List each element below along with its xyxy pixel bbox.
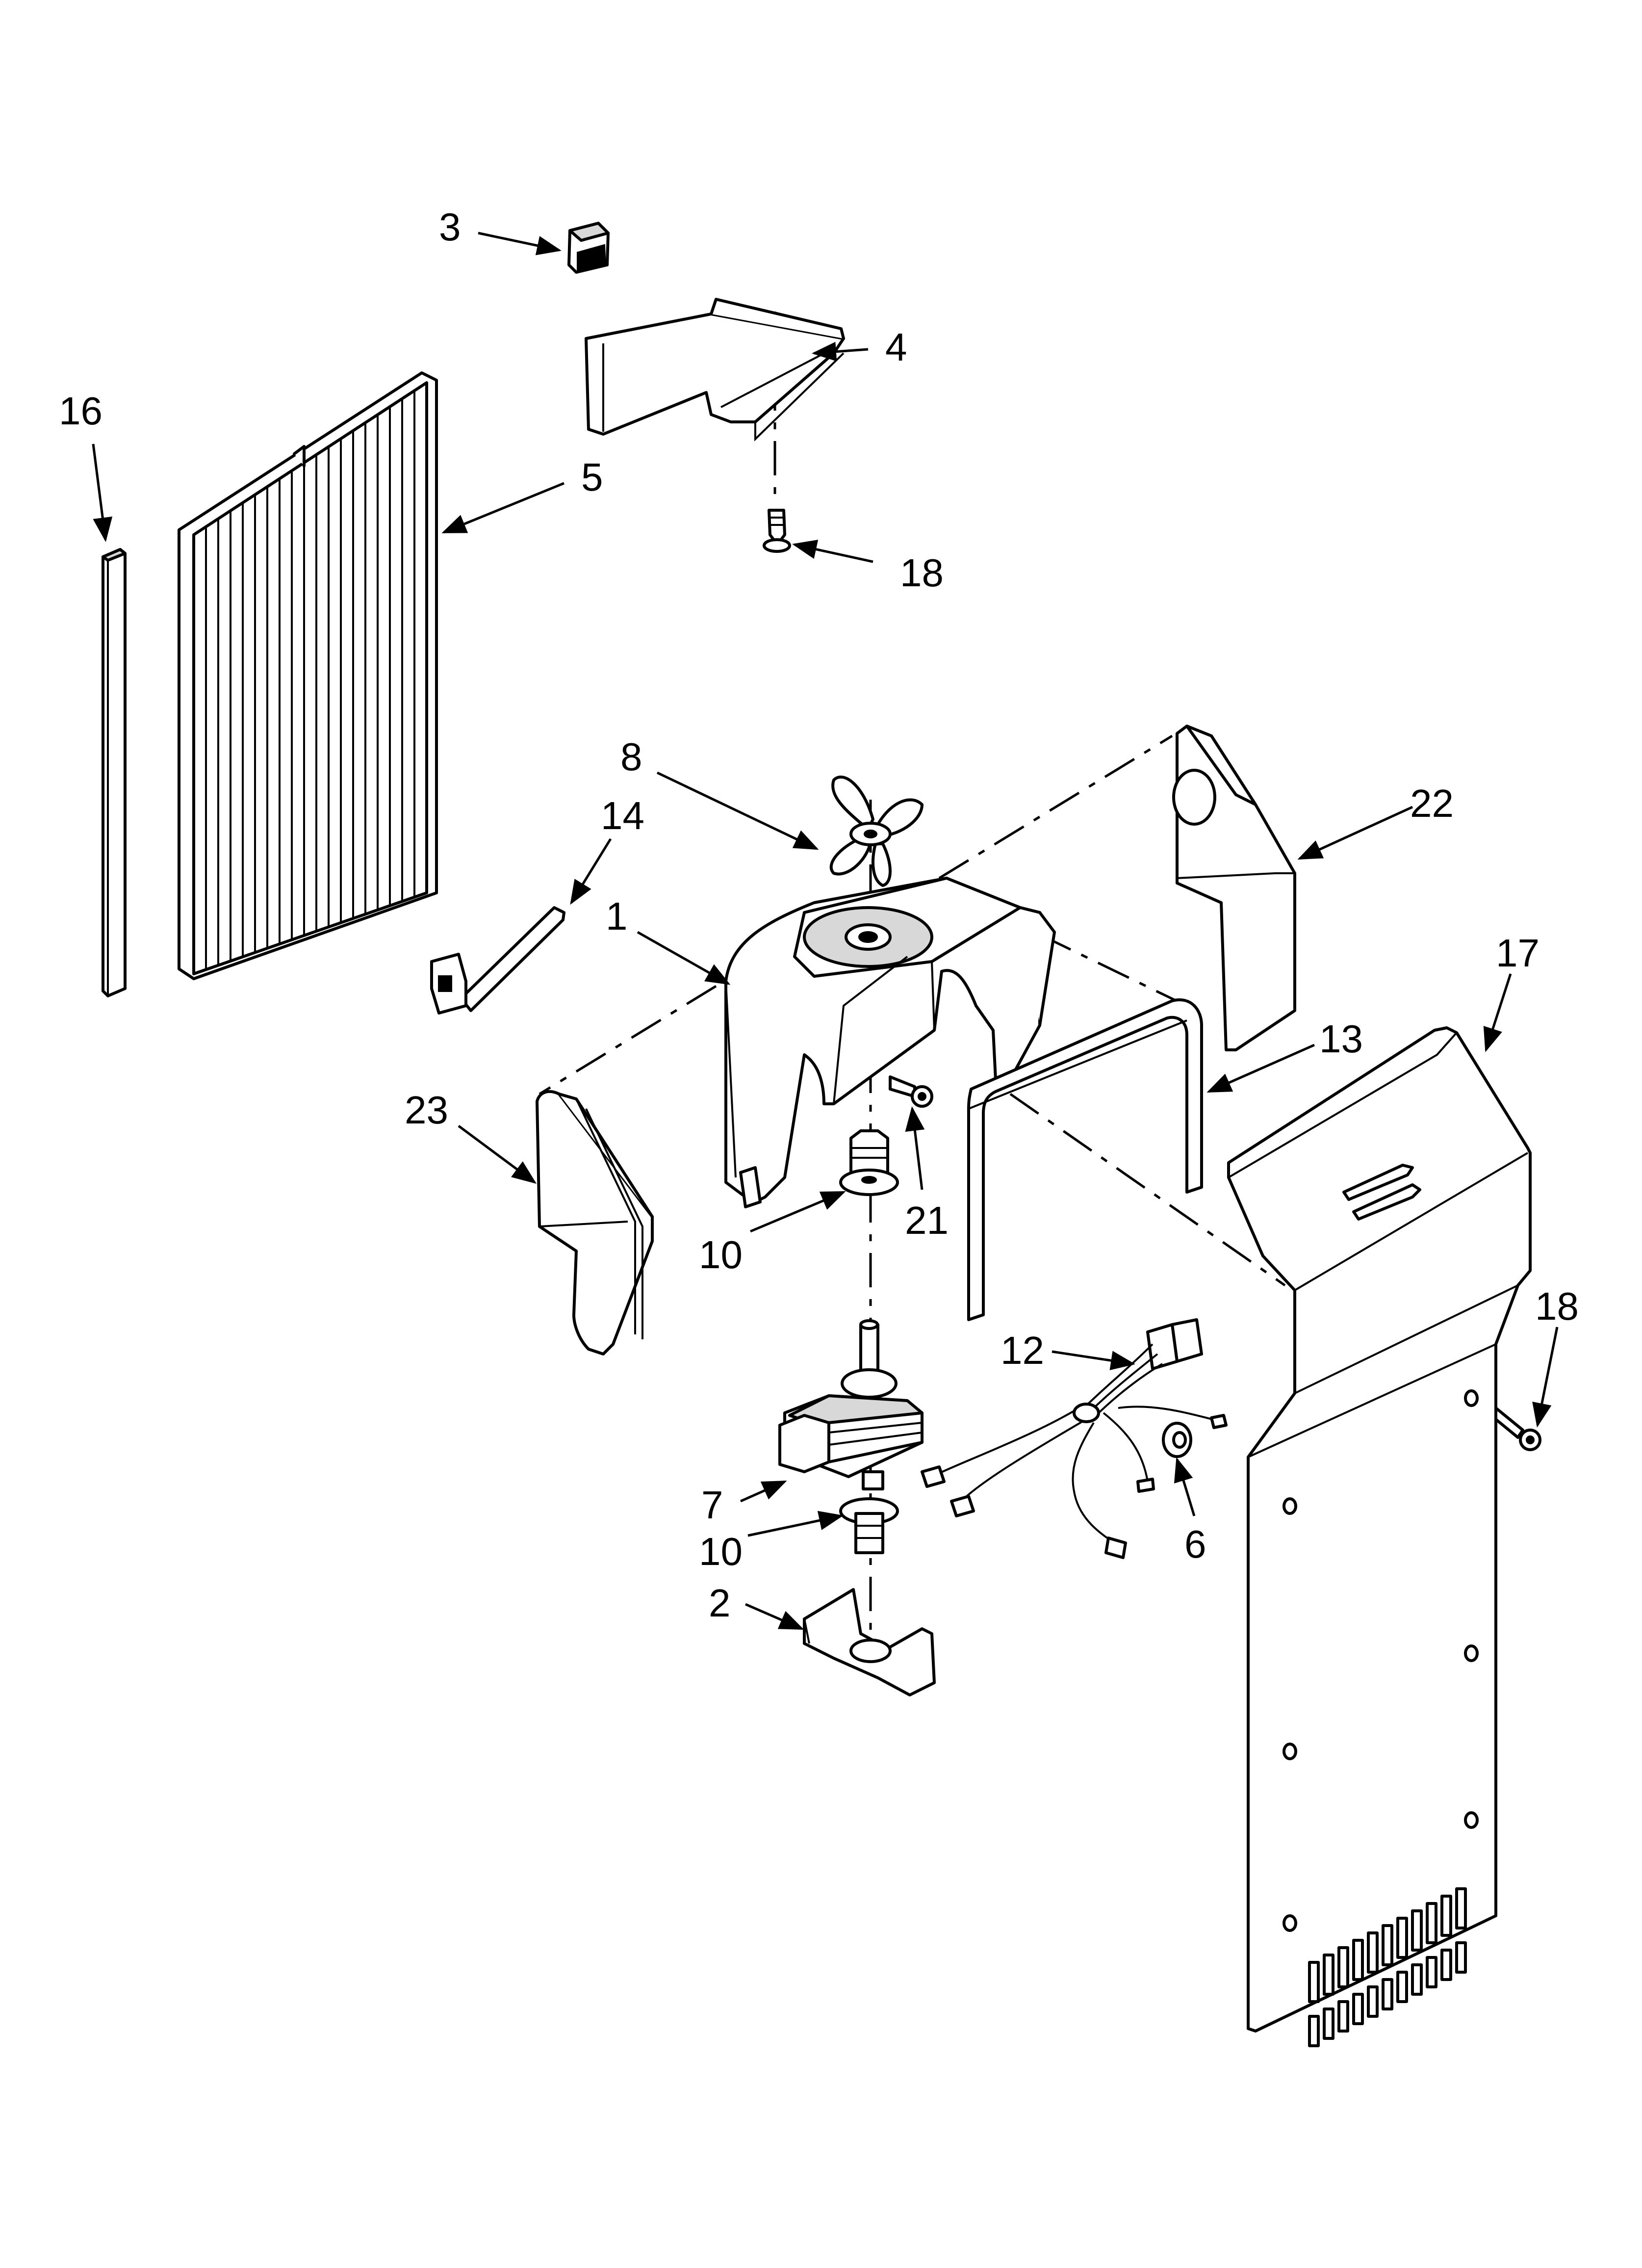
callout-10-lower: 10 <box>699 1530 743 1573</box>
callout-8: 8 <box>620 735 642 779</box>
callout-4: 4 <box>885 325 907 369</box>
part-6-grommet <box>1162 1422 1192 1458</box>
callout-10-upper: 10 <box>699 1233 743 1277</box>
part-2-bracket <box>803 1588 936 1696</box>
part-23-baffle-left <box>536 1090 654 1356</box>
grille-ribs <box>205 391 415 969</box>
part-8-fan-blade <box>829 776 924 887</box>
callout-14: 14 <box>601 794 644 837</box>
part-1-fan-housing <box>724 877 1056 1208</box>
callout-18-right: 18 <box>1535 1284 1579 1328</box>
rear-cover-vents <box>1308 1887 1467 2047</box>
part-12-wire-harness <box>921 1318 1228 1559</box>
part-16-strip <box>102 548 127 997</box>
part-10-grommet-lower <box>839 1497 899 1554</box>
callout-7: 7 <box>701 1483 723 1527</box>
part-13-shroud <box>967 998 1203 1321</box>
callout-5: 5 <box>581 455 603 499</box>
part-14-cable-tie <box>430 906 565 1015</box>
part-18-screw-top <box>763 509 791 553</box>
callout-2: 2 <box>709 1581 731 1625</box>
callout-22: 22 <box>1410 782 1454 825</box>
callout-labels: 3 4 16 5 18 8 14 1 22 17 13 23 21 10 12 … <box>59 205 1579 1625</box>
callout-16: 16 <box>59 389 103 433</box>
callout-12: 12 <box>1001 1329 1044 1372</box>
callout-17: 17 <box>1496 931 1539 975</box>
leader-lines <box>92 232 1559 1630</box>
part-17-rear-cover <box>1227 1026 1532 2047</box>
callout-6: 6 <box>1184 1522 1206 1566</box>
callout-23: 23 <box>405 1088 448 1132</box>
callout-13: 13 <box>1319 1017 1363 1061</box>
callout-1: 1 <box>606 894 628 938</box>
rear-cover-holes <box>1283 1389 1479 1932</box>
part-3-clip <box>567 222 610 274</box>
part-22-baffle-right <box>1172 725 1296 1051</box>
part-7-motor <box>778 1319 924 1490</box>
part-21-screw <box>889 1075 933 1108</box>
callout-3: 3 <box>439 205 461 249</box>
part-4-bracket <box>585 298 845 442</box>
callout-21: 21 <box>905 1199 949 1242</box>
part-10-grommet-upper <box>839 1129 899 1196</box>
part-5-grille <box>178 371 438 980</box>
callout-18-top: 18 <box>900 551 944 595</box>
